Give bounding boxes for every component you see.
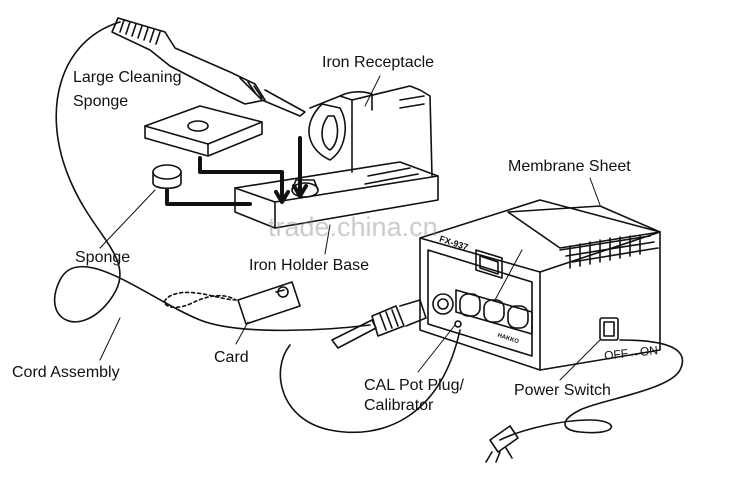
soldering-iron bbox=[111, 17, 306, 117]
card-with-chain bbox=[163, 281, 301, 325]
label-cal-pot-plug-line2: Calibrator bbox=[364, 397, 434, 414]
leader-iron-holder-base bbox=[324, 224, 331, 255]
label-cal-pot-plug-line1: CAL Pot Plug/ bbox=[364, 377, 464, 394]
ball-chain bbox=[163, 291, 237, 309]
label-power-switch: Power Switch bbox=[514, 382, 611, 399]
watermark: trade.china.cn bbox=[268, 212, 438, 242]
label-large-cleaning-sponge-line2: Sponge bbox=[73, 93, 129, 110]
control-unit bbox=[419, 199, 661, 371]
membrane-button-2 bbox=[483, 299, 505, 323]
membrane-button-3 bbox=[507, 305, 529, 329]
label-iron-holder-base: Iron Holder Base bbox=[249, 257, 370, 274]
membrane-button-1 bbox=[459, 293, 481, 317]
large-cleaning-sponge bbox=[144, 105, 263, 157]
display-window bbox=[475, 249, 503, 279]
leader-iron-receptacle bbox=[364, 75, 381, 107]
cord-to-plug bbox=[279, 329, 461, 434]
label-sponge: Sponge bbox=[75, 249, 131, 266]
label-cord-assembly: Cord Assembly bbox=[12, 364, 120, 381]
cal-pot bbox=[454, 320, 462, 328]
label-membrane-sheet: Membrane Sheet bbox=[508, 158, 631, 175]
leader-cal-pot bbox=[417, 324, 456, 373]
leader-power-switch bbox=[559, 339, 601, 381]
sponge-guide-arrow bbox=[198, 156, 284, 202]
leader-sponge bbox=[99, 189, 156, 249]
label-card: Card bbox=[214, 349, 249, 366]
leader-membrane-to-panel bbox=[494, 249, 523, 301]
power-switch bbox=[599, 317, 619, 341]
label-large-cleaning-sponge-line1: Large Cleaning bbox=[73, 69, 182, 86]
leader-membrane-sheet bbox=[589, 177, 601, 206]
label-iron-receptacle: Iron Receptacle bbox=[322, 54, 435, 71]
cord-plug-connector bbox=[331, 299, 427, 349]
cord-assembly-cable bbox=[53, 21, 371, 332]
iron-receptacle bbox=[308, 85, 433, 177]
small-sponge bbox=[152, 164, 182, 190]
leader-cord-assembly bbox=[99, 317, 121, 361]
power-cord bbox=[485, 339, 684, 463]
cord-socket bbox=[432, 293, 454, 315]
leader-card bbox=[235, 321, 249, 345]
iron-holder-base bbox=[234, 161, 439, 229]
small-sponge-guide-arrow bbox=[165, 188, 252, 206]
